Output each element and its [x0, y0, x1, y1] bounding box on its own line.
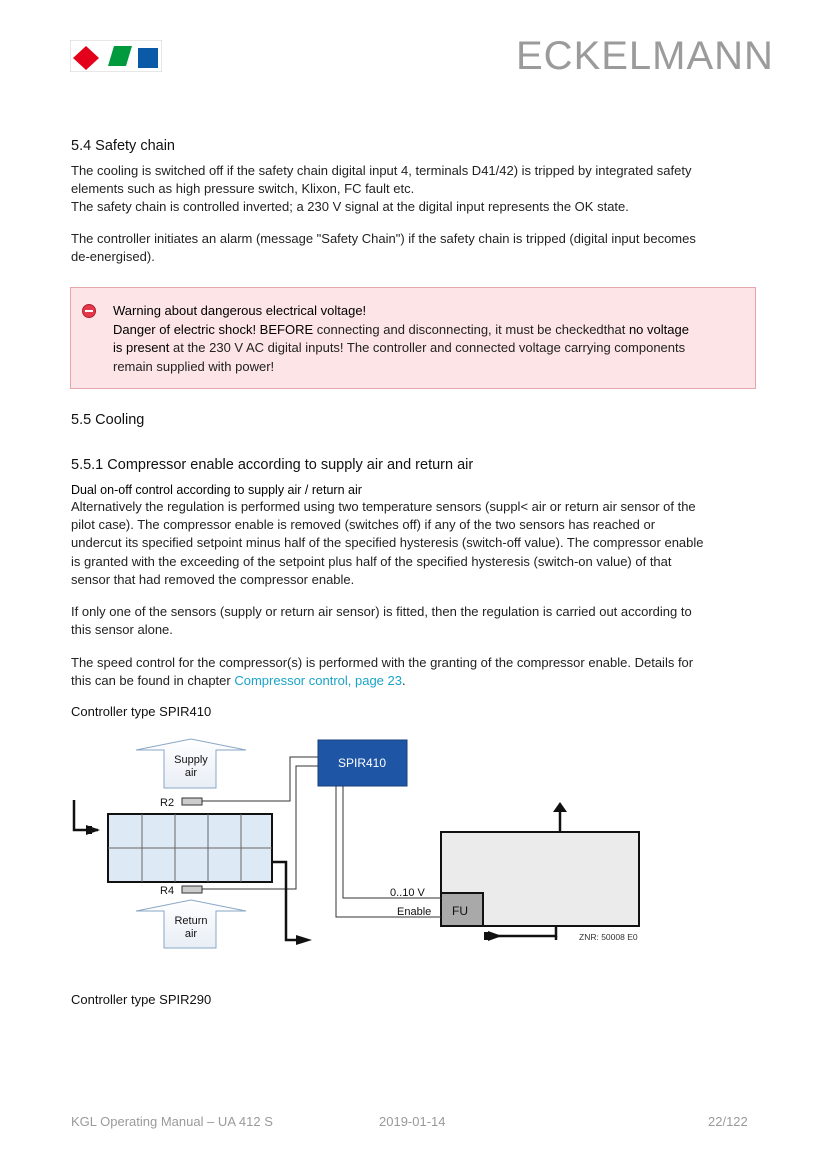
- footer-page-number: 22/122: [708, 1114, 748, 1129]
- return-air-arrow-icon: [135, 899, 247, 949]
- spir410-controller-label: SPIR410: [338, 756, 386, 770]
- supply-air-label-2: air: [185, 767, 198, 779]
- warning-box: [70, 287, 756, 389]
- return-air-label-2: air: [185, 928, 198, 940]
- subsection-title-dual-control: Dual on-off control according to supply …: [71, 483, 362, 497]
- signal-0-10v-label: 0..10 V: [390, 887, 426, 899]
- footer-document-title: KGL Operating Manual – UA 412 S: [71, 1114, 273, 1129]
- compressor-paragraph-1: Alternatively the regulation is performe…: [71, 499, 704, 587]
- diagram-caption-spir410: Controller type SPIR410: [71, 704, 212, 719]
- section-title-compressor-enable: 5.5.1 Compressor enable according to sup…: [71, 457, 474, 473]
- supply-air-label-1: Supply: [174, 754, 208, 766]
- brand-name: ECKELMANN: [516, 34, 774, 78]
- sensor-r2: [181, 797, 203, 806]
- compressor-up-arrow-icon: [553, 802, 567, 812]
- section-title-safety-chain: 5.4 Safety chain: [71, 138, 175, 154]
- sensor-r2-label: R2: [160, 797, 174, 809]
- spir410-controller-box: [317, 739, 408, 787]
- sensor-r4: [181, 885, 203, 894]
- outlet-arrow-icon: [296, 935, 312, 945]
- warning-title: Warning about dangerous electrical volta…: [113, 303, 367, 318]
- diagram-caption-spir290: Controller type SPIR290: [71, 992, 212, 1007]
- return-air-label-1: Return: [174, 915, 207, 927]
- sensor-r4-label: R4: [160, 885, 174, 897]
- footer-date: 2019-01-14: [379, 1114, 446, 1129]
- warning-text: Warning about dangerous electrical volta…: [113, 302, 743, 376]
- compressor-paragraph-3: The speed control for the compressor(s) …: [71, 655, 694, 689]
- fu-box: [440, 892, 484, 927]
- section-title-cooling: 5.5 Cooling: [71, 412, 145, 428]
- suction-arrow-icon: [488, 931, 502, 941]
- safety-chain-paragraph-2: The controller initiates an alarm (messa…: [71, 231, 696, 265]
- znr-label: ZNR: 50008 E0: [579, 932, 638, 942]
- enable-label: Enable: [397, 906, 431, 918]
- compressor-paragraph-2: If only one of the sensors (supply or re…: [71, 604, 692, 638]
- supply-air-arrow-icon: [135, 738, 247, 789]
- safety-chain-paragraph-1: The cooling is switched off if the safet…: [71, 163, 692, 215]
- fu-label: FU: [452, 904, 468, 918]
- compressor-control-link[interactable]: Compressor control, page 23: [234, 673, 402, 689]
- spir410-wiring-diagram: Supply air Return air SPIR410 R2 R4 FU 0…: [72, 738, 640, 949]
- eckelmann-logo-icon: [70, 40, 162, 72]
- warning-icon: [82, 304, 96, 318]
